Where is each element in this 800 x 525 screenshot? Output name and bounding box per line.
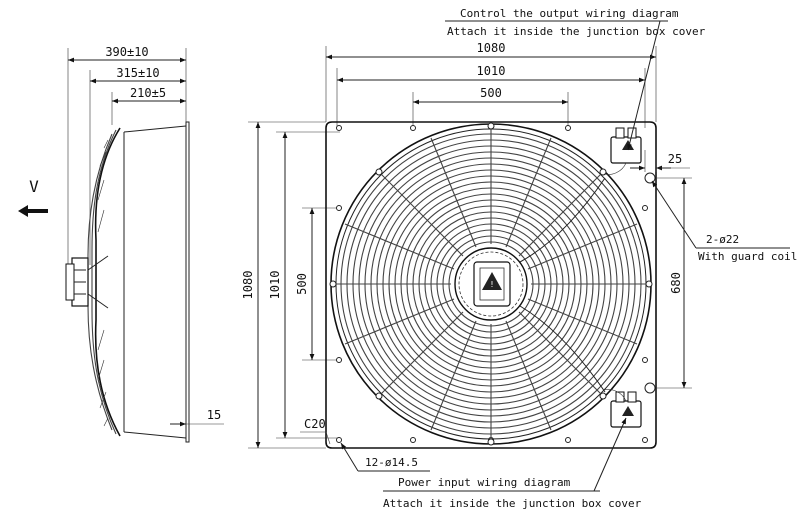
dim-mid-depth: 315±10 (90, 66, 186, 84)
dim-inner-depth-label: 210±5 (130, 86, 166, 100)
shroud-plate-side (185, 121, 190, 443)
airflow-arrow: V (18, 177, 48, 217)
control-cable (519, 177, 606, 263)
note-guard-holes-sub: With guard coil (698, 250, 797, 263)
dim-width-holes: 1010 (337, 64, 645, 83)
dim-right-span-label: 680 (669, 272, 683, 294)
dim-width-inner-label: 500 (480, 86, 502, 100)
dim-width-inner: 500 (413, 86, 568, 105)
guard-spokes (333, 126, 649, 442)
side-view: 390±10 315±10 210±5 (18, 45, 224, 443)
airflow-arrow-icon (18, 205, 48, 217)
guard-holes (644, 172, 656, 394)
note-mounting-holes-label: 12-ø14.5 (365, 456, 418, 469)
mounting-plate (325, 121, 657, 449)
dim-overall-depth: 390±10 (68, 45, 186, 63)
dim-width-outer: 1080 (326, 41, 656, 60)
front-view: 1080 1010 500 1080 1010 500 (241, 41, 692, 449)
dim-right-span: 680 (669, 178, 687, 388)
guard-profile (94, 127, 121, 437)
warning-triangle-icon (482, 272, 502, 290)
spoke-bolts (329, 122, 653, 446)
venturi-outline (123, 125, 187, 439)
dim-height-outer: 1080 (241, 122, 261, 448)
dim-width-holes-label: 1010 (477, 64, 506, 78)
note-mounting-holes: 12-ø14.5 (340, 442, 430, 472)
svg-text:!: ! (490, 280, 493, 289)
mounting-holes (336, 125, 648, 443)
note-control-title: Control the output wiring diagram (460, 7, 679, 20)
dim-height-holes: 1010 (268, 132, 288, 438)
note-power-title: Power input wiring diagram (398, 476, 571, 489)
corner-chamfer-callout: C20 (300, 417, 331, 445)
dim-height-holes-label: 1010 (268, 271, 282, 300)
note-guard-holes: 2-ø22 With guard coil (651, 180, 797, 263)
junction-box-bottom (603, 389, 642, 428)
motor-hub: ! (454, 247, 528, 321)
corner-chamfer-label: C20 (304, 417, 326, 431)
dim-right-offset: 25 (630, 152, 690, 171)
note-control-sub: Attach it inside the junction box cover (447, 25, 706, 38)
note-power-sub: Attach it inside the junction box cover (383, 497, 642, 510)
dim-height-inner-label: 500 (295, 273, 309, 295)
dim-height-inner: 500 (295, 208, 315, 360)
note-power-wiring: Power input wiring diagram Attach it ins… (383, 417, 642, 510)
dim-lip: 15 (170, 408, 224, 427)
airflow-label: V (29, 177, 39, 196)
dim-right-offset-label: 25 (668, 152, 682, 166)
dim-overall-depth-label: 390±10 (105, 45, 148, 59)
note-control-wiring: Control the output wiring diagram Attach… (445, 7, 706, 151)
dim-width-outer-label: 1080 (477, 41, 506, 55)
note-guard-holes-label: 2-ø22 (706, 233, 739, 246)
dim-lip-label: 15 (207, 408, 221, 422)
dim-inner-depth: 210±5 (112, 86, 186, 104)
dim-height-outer-label: 1080 (241, 271, 255, 300)
power-cable (519, 305, 606, 393)
dim-mid-depth-label: 315±10 (116, 66, 159, 80)
